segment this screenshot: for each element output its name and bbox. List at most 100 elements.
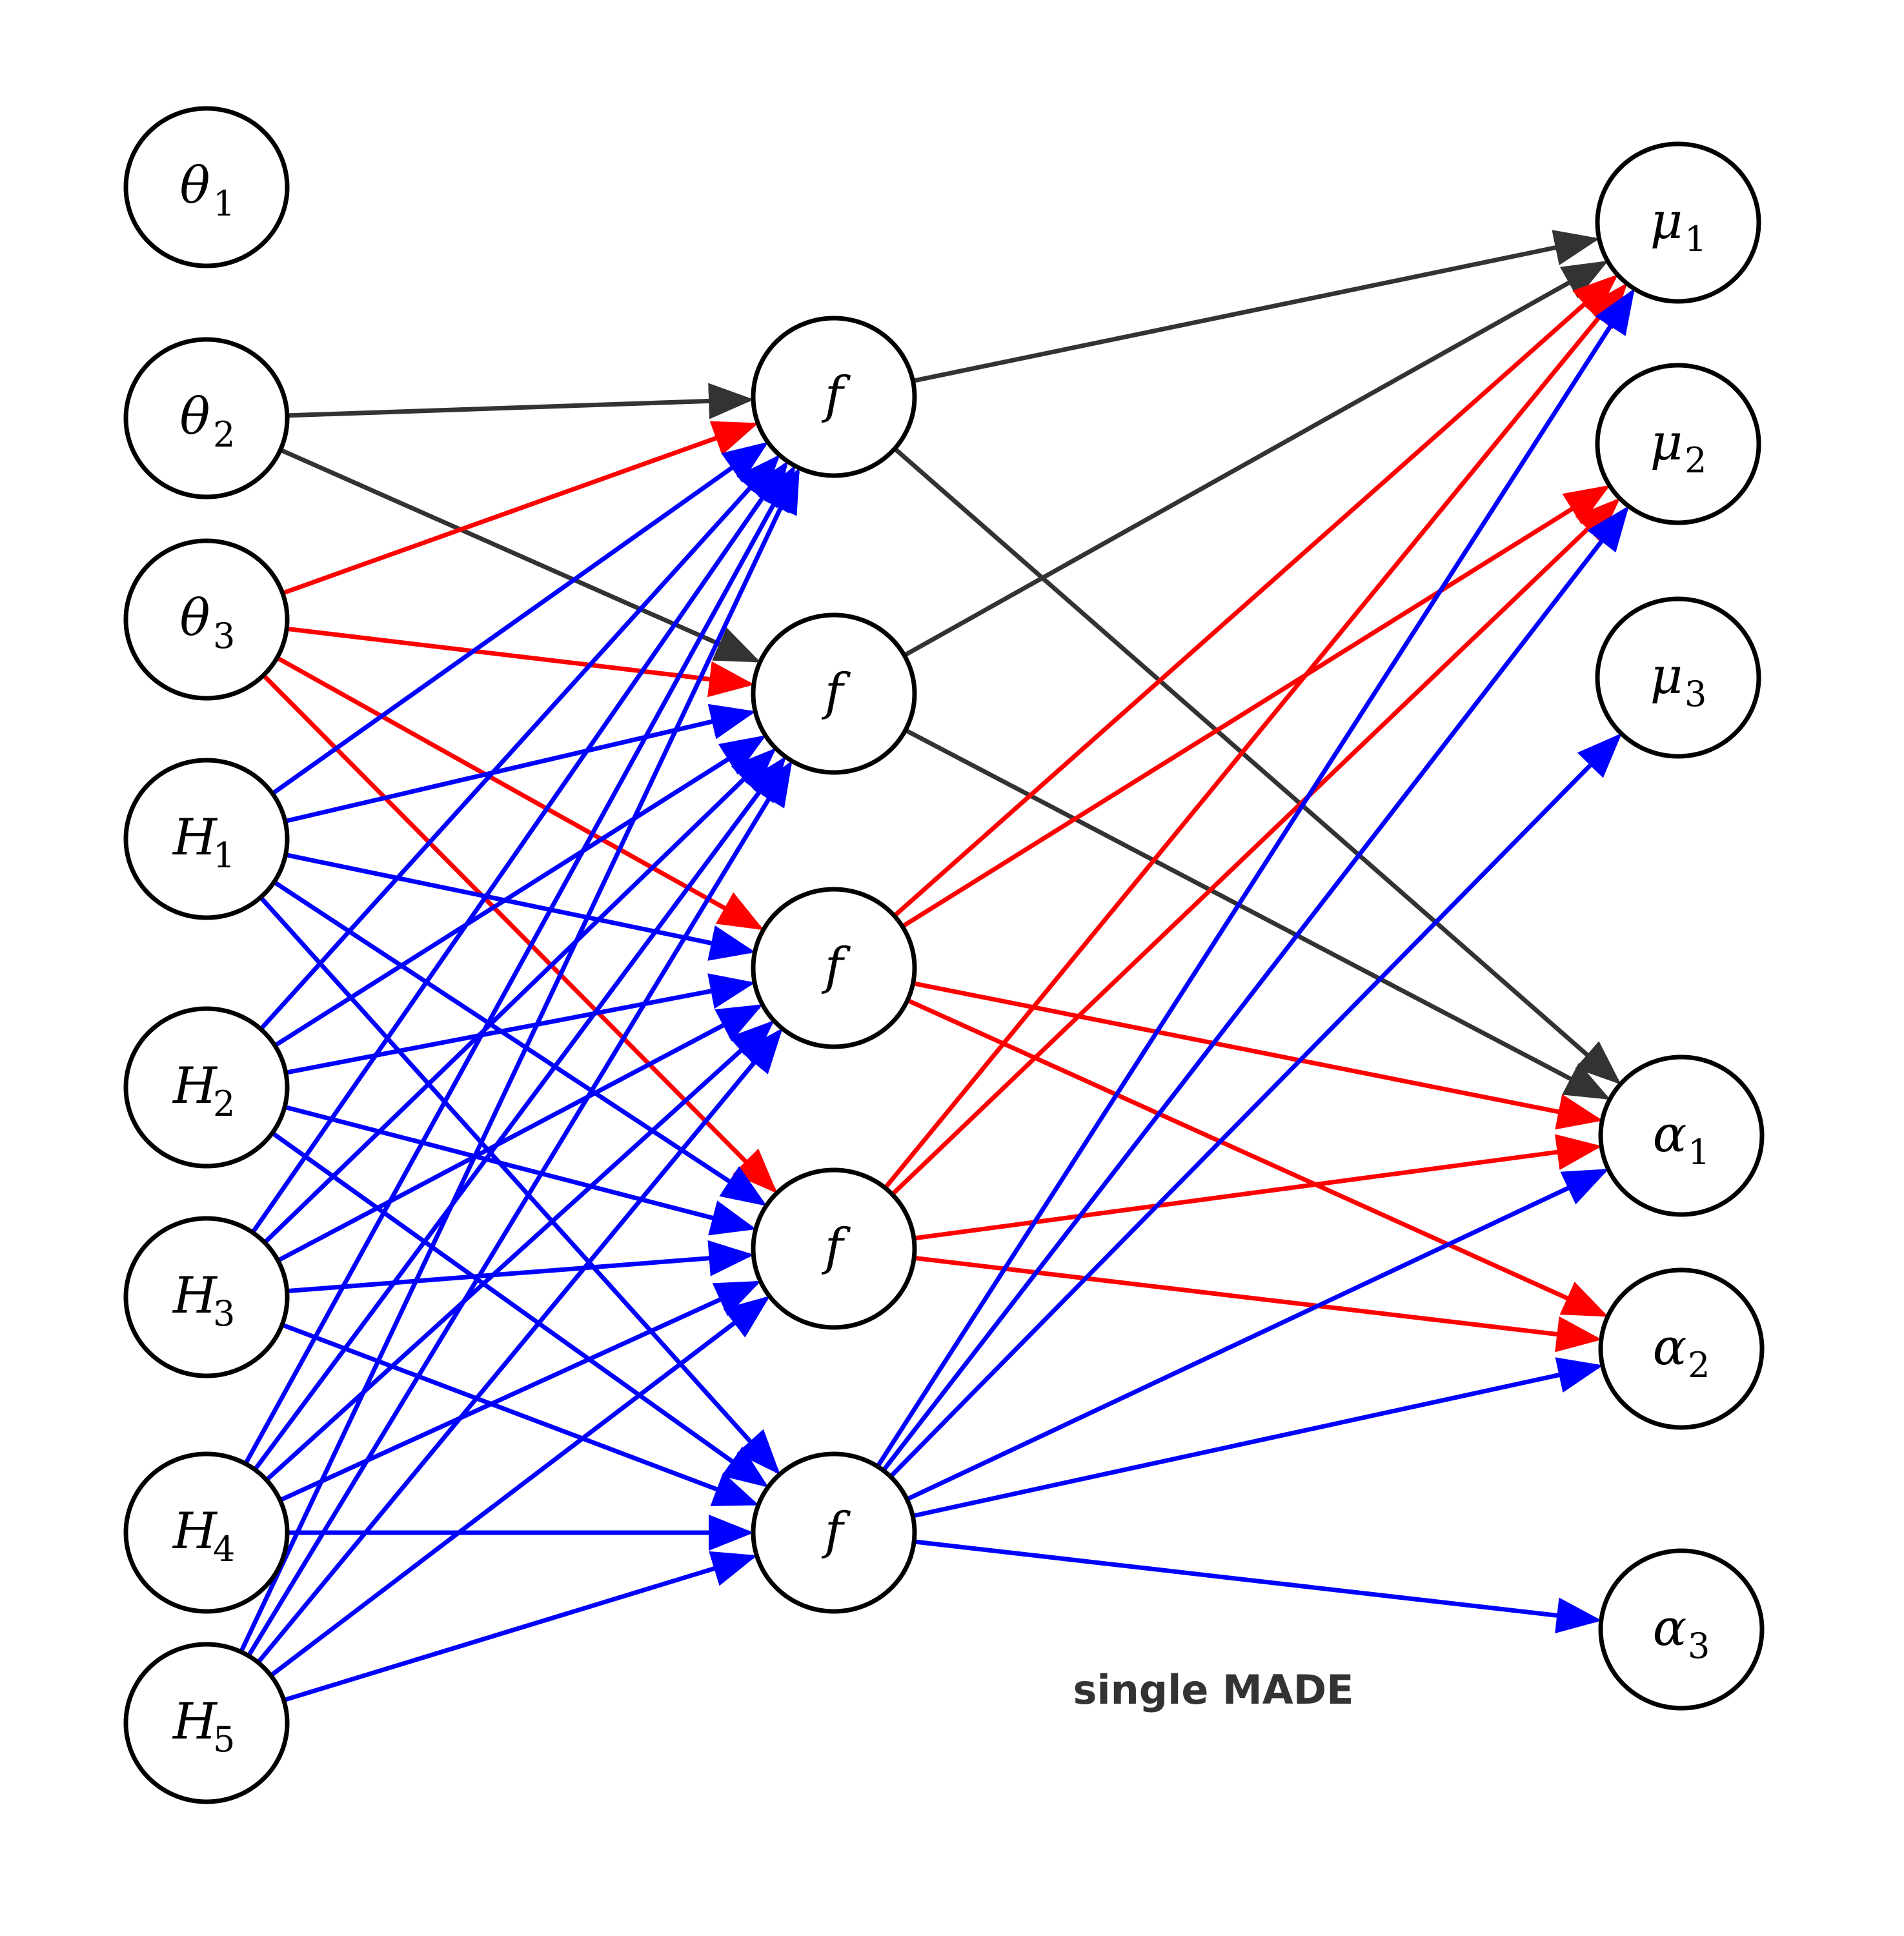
edge-H5-to-f5: [283, 1551, 758, 1702]
node-label: α: [1653, 1105, 1687, 1164]
node-circle: [751, 887, 917, 1049]
edge-H1-to-f5: [259, 896, 780, 1475]
edge-H3-to-f1: [250, 461, 789, 1234]
node-subscript: 3: [1688, 1626, 1710, 1666]
node-f3: f: [751, 887, 917, 1049]
node-H5: H5: [123, 1642, 290, 1804]
edge-f2-to-alpha1: [904, 728, 1611, 1100]
node-H1: H1: [123, 758, 290, 920]
node-f4: f: [751, 1167, 917, 1330]
node-label: μ: [1650, 192, 1683, 250]
node-label: H: [172, 1057, 218, 1115]
edge-theta2-to-f2: [279, 447, 761, 663]
edge-f3-to-alpha1: [912, 981, 1603, 1130]
node-circle: [123, 758, 290, 920]
node-label: H: [172, 1502, 218, 1560]
edge-f4-to-alpha1: [913, 1134, 1603, 1241]
edge-theta2-to-f1: [287, 383, 755, 419]
node-subscript: 3: [1685, 674, 1707, 714]
edge-theta3-to-f3: [276, 656, 764, 931]
edge-H5-to-f1: [239, 467, 800, 1653]
node-circle: [123, 538, 290, 701]
node-circle: [1598, 1054, 1765, 1217]
node-label: θ: [180, 589, 210, 647]
edge-f4-to-mu1: [883, 283, 1628, 1190]
edge-f1-to-alpha1: [893, 447, 1621, 1085]
edge-H3-to-f2: [263, 747, 776, 1244]
edge-f5-to-alpha2: [912, 1357, 1603, 1518]
node-subscript: 2: [1685, 440, 1707, 481]
edge-H2-to-f1: [259, 454, 780, 1031]
edge-f3-to-alpha2: [906, 998, 1608, 1317]
node-circle: [751, 1167, 917, 1330]
edge-H5-to-f3: [256, 1028, 783, 1664]
node-subscript: 1: [1688, 1132, 1710, 1173]
node-circle: [1595, 596, 1761, 759]
edge-H3-to-f5: [281, 1322, 759, 1506]
edge-H2-to-f3: [285, 973, 756, 1075]
node-subscript: 4: [213, 1529, 235, 1569]
node-subscript: 5: [213, 1719, 235, 1760]
node-circle: [123, 337, 290, 499]
node-circle: [751, 1451, 917, 1614]
edge-H1-to-f3: [285, 852, 756, 961]
node-subscript: 3: [213, 616, 235, 656]
edge-theta3-to-f1: [281, 421, 759, 596]
edge-f3-to-mu1: [893, 274, 1619, 918]
edge-H2-to-f2: [274, 735, 766, 1048]
edge-f5-to-mu1: [875, 288, 1635, 1468]
edge-H4-to-f1: [243, 465, 796, 1465]
edges-layer: [239, 230, 1635, 1702]
node-circle: [1595, 141, 1761, 304]
node-label: θ: [180, 157, 210, 215]
node-H2: H2: [123, 1006, 290, 1169]
node-label: H: [172, 1693, 218, 1751]
node-f2: f: [751, 612, 917, 775]
edge-H5-to-f4: [269, 1295, 771, 1678]
node-f5: f: [751, 1451, 917, 1614]
node-label: α: [1653, 1318, 1687, 1376]
edge-H5-to-f2: [247, 760, 793, 1657]
edge-theta3-to-f2: [286, 626, 755, 698]
edge-f5-to-mu3: [889, 733, 1622, 1478]
node-label: μ: [1650, 414, 1683, 472]
edge-H4-to-f3: [265, 1020, 775, 1482]
node-circle: [123, 1006, 290, 1169]
edge-f5-to-alpha1: [906, 1169, 1609, 1502]
edge-H2-to-f5: [270, 1131, 769, 1487]
node-subscript: 2: [1688, 1345, 1710, 1386]
node-f1: f: [751, 316, 917, 478]
node-subscript: 2: [213, 414, 235, 455]
node-H4: H4: [123, 1451, 290, 1614]
edge-H3-to-f4: [287, 1240, 755, 1294]
edge-f5-to-mu2: [881, 505, 1630, 1472]
node-label: H: [172, 809, 218, 867]
node-circle: [751, 316, 917, 478]
node-label: θ: [180, 388, 210, 446]
edge-f3-to-mu2: [901, 485, 1610, 929]
node-circle: [751, 612, 917, 775]
diagram-caption: single MADE: [1073, 1666, 1353, 1713]
node-circle: [123, 1216, 290, 1378]
node-circle: [1595, 363, 1761, 525]
edge-H4-to-f4: [279, 1280, 762, 1502]
edge-H2-to-f4: [284, 1105, 756, 1236]
edge-H1-to-f1: [271, 441, 769, 796]
node-circle: [1598, 1267, 1765, 1430]
edge-f4-to-alpha2: [913, 1255, 1602, 1353]
node-label: μ: [1650, 647, 1683, 705]
node-circle: [123, 1451, 290, 1614]
node-label: α: [1653, 1599, 1687, 1657]
node-H3: H3: [123, 1216, 290, 1378]
node-circle: [123, 106, 290, 268]
